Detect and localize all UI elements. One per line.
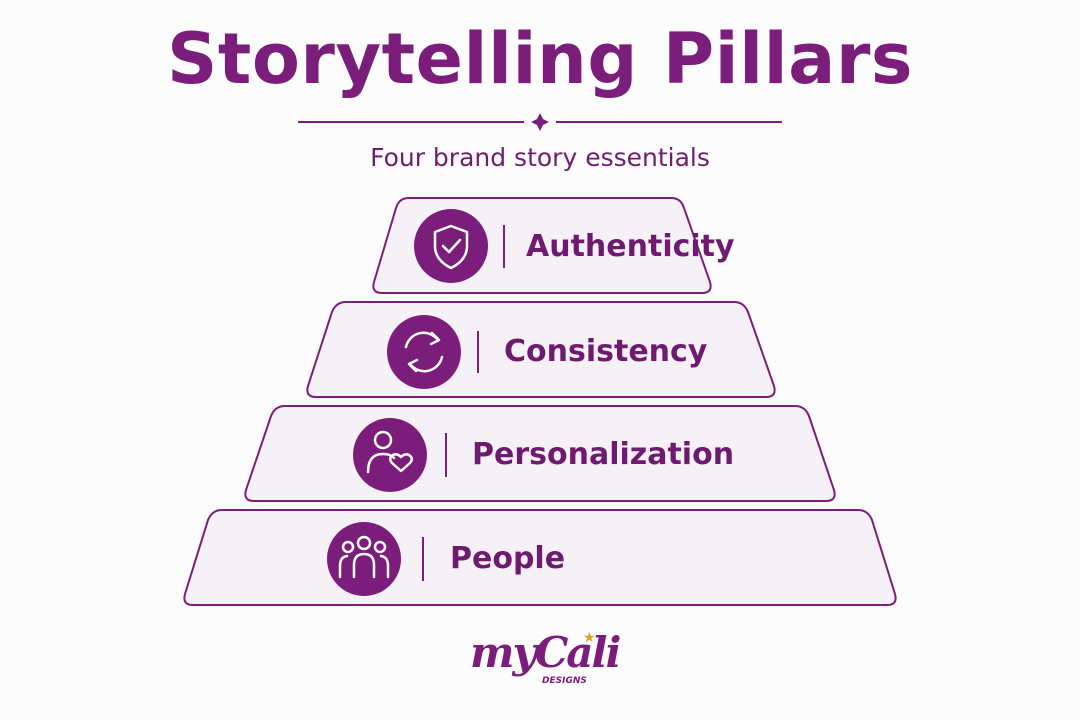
brand-logo: myCali ★ DESIGNS [470, 628, 621, 700]
pillar-label-personalization: Personalization [472, 437, 735, 472]
pillar-tier-personalization [244, 405, 836, 502]
title-divider [298, 113, 782, 131]
person-heart-icon [366, 430, 413, 474]
group-people-icon [338, 535, 390, 579]
page-subtitle: Four brand story essentials [370, 143, 710, 172]
logo-subtext: DESIGNS [542, 676, 587, 686]
star-icon: ★ [583, 630, 596, 646]
logo-text: myCali [470, 628, 621, 677]
pillar-tier-consistency [306, 301, 776, 398]
pillar-label-consistency: Consistency [504, 334, 708, 369]
pillar-label-authenticity: Authenticity [526, 229, 735, 264]
sparkle-icon [531, 113, 549, 131]
pillar-tier-people [183, 509, 897, 606]
pillar-tier-authenticity [372, 197, 712, 294]
pillar-label-people: People [450, 541, 566, 576]
page-title: Storytelling Pillars [166, 18, 914, 100]
shield-check-icon [433, 224, 469, 270]
refresh-cycle-icon [404, 331, 444, 373]
